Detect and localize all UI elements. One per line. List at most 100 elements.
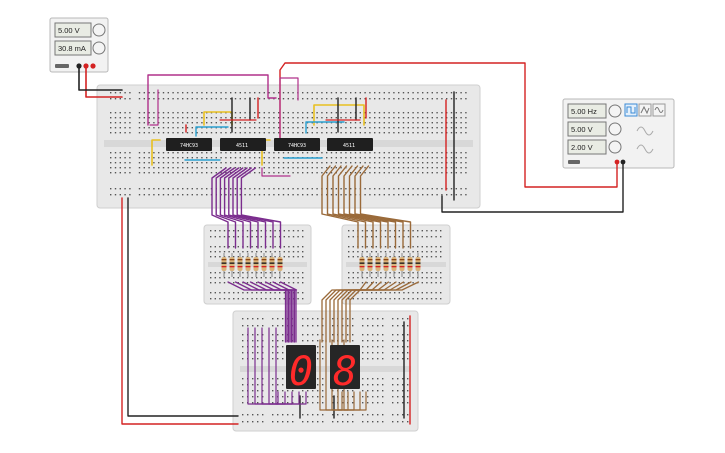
chip-decoder-1[interactable]: 4511: [220, 138, 266, 151]
wire-purple[interactable]: [215, 167, 237, 249]
resistor-array[interactable]: [221, 253, 421, 277]
wire-purple[interactable]: [279, 281, 298, 343]
wire-display-common[interactable]: [299, 395, 335, 419]
resistor[interactable]: [407, 257, 413, 271]
wire-magenta-3[interactable]: [279, 77, 299, 141]
resistor[interactable]: [415, 257, 421, 271]
chip-counter-1[interactable]: 74HC93: [166, 138, 212, 151]
wire-power-red[interactable]: [85, 65, 123, 98]
wire-purple[interactable]: [240, 167, 282, 249]
amplitude-knob[interactable]: [608, 122, 622, 136]
terminal-red-2[interactable]: [90, 63, 96, 69]
wire-blue-3[interactable]: [305, 121, 345, 134]
wire-vcc-display[interactable]: [121, 197, 239, 425]
wire-power-black[interactable]: [78, 65, 123, 91]
wire-brown[interactable]: [349, 281, 420, 343]
breadboard-hole: [465, 92, 467, 94]
wire-blue-1[interactable]: [195, 126, 229, 137]
resistor[interactable]: [359, 257, 365, 271]
wire-yellow-2[interactable]: [313, 104, 365, 126]
wire-clock-black[interactable]: [441, 161, 624, 213]
resistor[interactable]: [383, 257, 389, 271]
resistor[interactable]: [269, 257, 275, 271]
wire-purple[interactable]: [223, 167, 252, 249]
breadboard-hole: [114, 122, 117, 124]
breadboard-hole: [322, 421, 324, 423]
wire-purple[interactable]: [232, 167, 267, 249]
breadboard-hole: [262, 340, 264, 342]
wire-brown[interactable]: [326, 165, 367, 249]
wire-black-short-2[interactable]: [337, 97, 357, 133]
resistor[interactable]: [375, 257, 381, 271]
resistor[interactable]: [277, 257, 283, 271]
breadboard-hole: [435, 246, 437, 248]
resistor[interactable]: [261, 257, 267, 271]
current-knob[interactable]: [92, 41, 106, 55]
wire-clock-red[interactable]: [279, 62, 618, 188]
resistor[interactable]: [229, 257, 235, 271]
wire-brown[interactable]: [321, 165, 359, 249]
wire-brown[interactable]: [325, 281, 375, 343]
breadboard-hole: [465, 194, 467, 196]
generator-power-switch[interactable]: [568, 160, 580, 164]
function-generator[interactable]: 5.00 Hz 5.00 V 2.00 V: [562, 98, 675, 169]
breadboard-hole: [384, 246, 387, 248]
purple-wire-bundle[interactable]: [211, 167, 307, 405]
breadboard-hole: [234, 152, 237, 154]
wire-red-short-2[interactable]: [257, 97, 367, 119]
seven-segment-display-2[interactable]: 8: [330, 345, 360, 395]
breadboard-hole: [321, 132, 323, 134]
wire-brown[interactable]: [337, 281, 397, 343]
resistor[interactable]: [245, 257, 251, 271]
wire-purple[interactable]: [275, 327, 307, 405]
resistor[interactable]: [399, 257, 405, 271]
resistor-band: [383, 266, 389, 268]
voltage-knob[interactable]: [92, 23, 106, 37]
power-switch[interactable]: [55, 64, 69, 68]
seven-segment-display-1[interactable]: 0: [286, 345, 316, 395]
wire-brown[interactable]: [348, 165, 397, 249]
brown-wire-bundle[interactable]: [319, 165, 420, 411]
wire-brown[interactable]: [337, 165, 382, 249]
breadboard-hole: [201, 194, 203, 196]
frequency-knob[interactable]: [608, 104, 622, 118]
breadboard-hole: [277, 340, 279, 342]
wire-brown[interactable]: [329, 281, 382, 343]
wire-brown[interactable]: [333, 281, 390, 343]
wire-brown[interactable]: [332, 165, 374, 249]
wire-purple[interactable]: [236, 167, 274, 249]
wire-brown[interactable]: [354, 165, 404, 249]
wire-brown[interactable]: [321, 281, 367, 343]
wire-brown[interactable]: [345, 281, 412, 343]
offset-knob[interactable]: [608, 140, 622, 154]
chip-counter-2[interactable]: 74HC93: [274, 138, 320, 151]
resistor[interactable]: [253, 257, 259, 271]
resistor[interactable]: [367, 257, 373, 271]
wire-brown[interactable]: [343, 165, 389, 249]
breadboard-hole: [282, 352, 284, 354]
resistor[interactable]: [221, 257, 227, 271]
breadboard-hole: [252, 421, 254, 423]
wire-purple[interactable]: [219, 167, 244, 249]
wire-brown[interactable]: [341, 281, 405, 343]
wire-brown[interactable]: [359, 165, 412, 249]
wire-magenta-4[interactable]: [261, 167, 291, 177]
wire-purple[interactable]: [228, 167, 259, 249]
breadboard-hole: [274, 272, 276, 274]
breadboard-hole: [440, 246, 442, 248]
chip-decoder-2[interactable]: 4511: [327, 138, 373, 151]
wire-purple[interactable]: [211, 167, 229, 249]
wire-black-short-1[interactable]: [231, 97, 251, 133]
breadboard-hole: [138, 157, 141, 159]
breadboard-hole: [375, 277, 377, 279]
wire-magenta-2[interactable]: [149, 89, 159, 126]
chip-decoder-1-body: [220, 138, 266, 151]
wire-yellow-3[interactable]: [151, 139, 161, 166]
wire-magenta-1[interactable]: [147, 74, 277, 126]
power-supply[interactable]: 5.00 V 30.8 mA: [49, 17, 109, 73]
breadboard-hole: [357, 282, 359, 284]
wire-ground-display[interactable]: [127, 197, 239, 417]
resistor[interactable]: [237, 257, 243, 271]
resistor[interactable]: [391, 257, 397, 271]
